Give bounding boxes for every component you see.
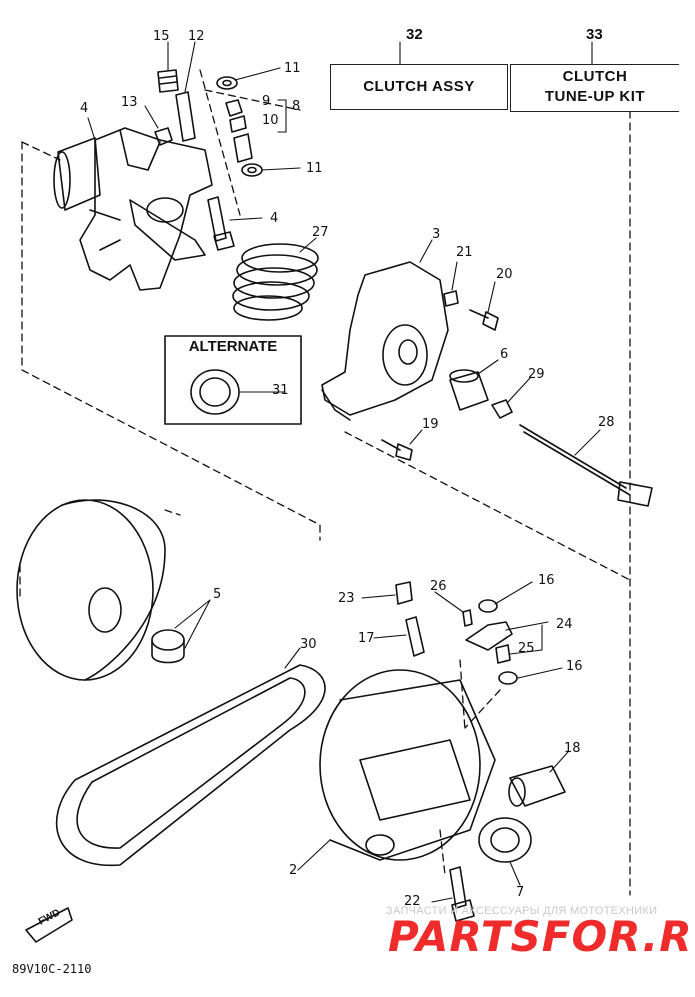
secondary-clutch-2	[319, 669, 496, 861]
clutch-assy-label: CLUTCH ASSY	[363, 78, 475, 95]
bolt-20	[469, 309, 499, 331]
part-number: 27	[312, 225, 329, 240]
washer-16b	[498, 671, 518, 685]
bolt-19	[381, 439, 413, 461]
part-29	[491, 399, 513, 419]
part-number: 20	[496, 267, 513, 282]
part-number: 21	[456, 245, 473, 260]
kit-number: 33	[586, 26, 603, 43]
guide-lines	[19, 69, 631, 896]
part-number: 3	[432, 227, 441, 242]
nut-21	[443, 290, 459, 307]
part-number: 5	[213, 587, 222, 602]
part-number: 13	[121, 95, 138, 110]
part-number: 16	[538, 573, 555, 588]
roller-25	[495, 644, 511, 664]
spring-27	[232, 243, 319, 321]
part-number: 4	[80, 101, 89, 116]
bushing-5	[151, 629, 185, 664]
part-number: 17	[358, 631, 375, 646]
alternate-box	[164, 335, 302, 425]
part-number: 31	[272, 383, 289, 398]
part-number: 23	[338, 591, 355, 606]
kit-label-line2: TUNE-UP KIT	[544, 88, 646, 105]
part-number: 16	[566, 659, 583, 674]
part-number: 15	[153, 29, 170, 44]
part-number: 11	[284, 61, 301, 76]
bolt-28	[519, 424, 653, 507]
part-number: 8	[292, 99, 301, 114]
part-number: 28	[598, 415, 615, 430]
part-number: 30	[300, 637, 317, 652]
part-number: 19	[422, 417, 439, 432]
drive-belt-30	[55, 664, 326, 867]
part-number: 25	[518, 641, 535, 656]
rollers-9-10	[225, 99, 253, 163]
bolt-22	[449, 866, 475, 922]
tune-up-kit-box: CLUTCH TUNE-UP KIT	[510, 64, 679, 112]
alternate-label: ALTERNATE	[188, 338, 278, 355]
cap-23	[395, 581, 413, 605]
bushing-6	[449, 369, 489, 411]
assy-number: 32	[406, 26, 423, 43]
part-13	[154, 127, 173, 146]
part-number: 9	[262, 94, 271, 109]
part-number: 18	[564, 741, 581, 756]
bushing-7	[478, 817, 532, 863]
bolt-4	[207, 196, 235, 251]
part-number: 10	[262, 113, 279, 128]
clutch-assy-box: CLUTCH ASSY	[330, 64, 508, 110]
leader-lines	[87, 41, 601, 903]
part-number: 7	[516, 885, 525, 900]
bracket-24	[465, 621, 513, 651]
part-number: 2	[289, 863, 298, 878]
ring-31	[190, 369, 240, 415]
part-number: 26	[430, 579, 447, 594]
screw-26	[462, 609, 473, 627]
part-number: 4	[270, 211, 279, 226]
washer-11a	[216, 76, 238, 90]
cover-3	[321, 261, 449, 421]
watermark-caption: ЗАПЧАСТИ И АКСЕССУАРЫ ДЛЯ МОТОТЕХНИКИ	[386, 905, 658, 917]
pin-17	[405, 616, 425, 657]
part-number: 12	[188, 29, 205, 44]
pin-12	[175, 91, 196, 142]
washer-16a	[478, 599, 498, 613]
drawing-code: 89V10C-2110	[12, 962, 92, 976]
part-number: 29	[528, 367, 545, 382]
part-number: 6	[500, 347, 509, 362]
sheave	[16, 499, 166, 681]
spider-hub-4	[53, 127, 213, 291]
fwd-arrow	[25, 907, 73, 943]
cap-15	[157, 69, 179, 93]
part-number: 24	[556, 617, 573, 632]
kit-label-line1: CLUTCH	[562, 68, 628, 85]
watermark-brand: PARTSFOR.RU	[388, 912, 695, 961]
sleeve-18	[508, 765, 566, 807]
washer-11b	[241, 163, 263, 177]
part-number: 11	[306, 161, 323, 176]
part-number: 22	[404, 894, 421, 909]
